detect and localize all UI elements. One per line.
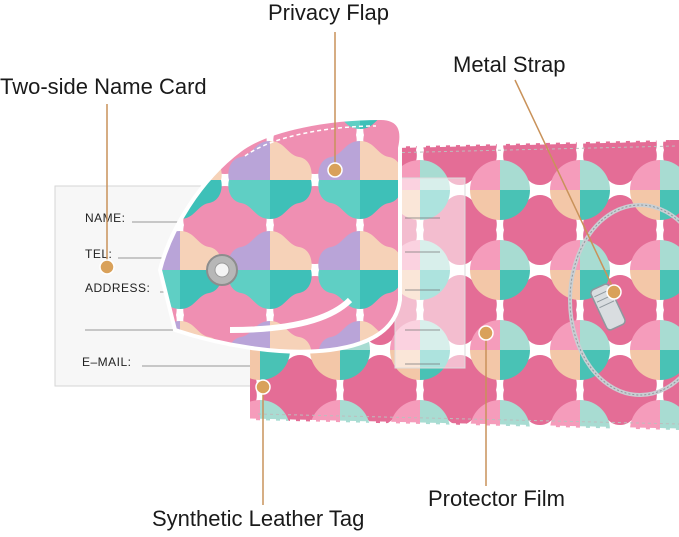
protector-film	[394, 177, 466, 369]
protector-film-dot-icon	[478, 325, 494, 341]
card-name-label: NAME:	[85, 211, 126, 225]
callout-metal-strap: Metal Strap	[453, 52, 566, 77]
callout-protector-film: Protector Film	[428, 486, 565, 511]
callout-leather-tag: Synthetic Leather Tag	[152, 506, 365, 531]
privacy-flap	[157, 115, 404, 354]
grommet-icon	[206, 254, 238, 286]
callout-leaders	[99, 32, 622, 505]
callout-privacy-flap: Privacy Flap	[268, 0, 390, 25]
metal-strap	[568, 203, 679, 397]
metal-strap-dot-icon	[606, 284, 622, 300]
card-email-label: E–MAIL:	[82, 355, 132, 369]
leather-tag-dot-icon	[255, 379, 271, 395]
name-card-dot-icon	[99, 259, 115, 275]
card-address-label: ADDRESS:	[85, 281, 150, 295]
privacy-flap-dot-icon	[327, 162, 343, 178]
callout-name-card: Two-side Name Card	[0, 74, 207, 99]
card-tel-label: TEL:	[85, 247, 112, 261]
